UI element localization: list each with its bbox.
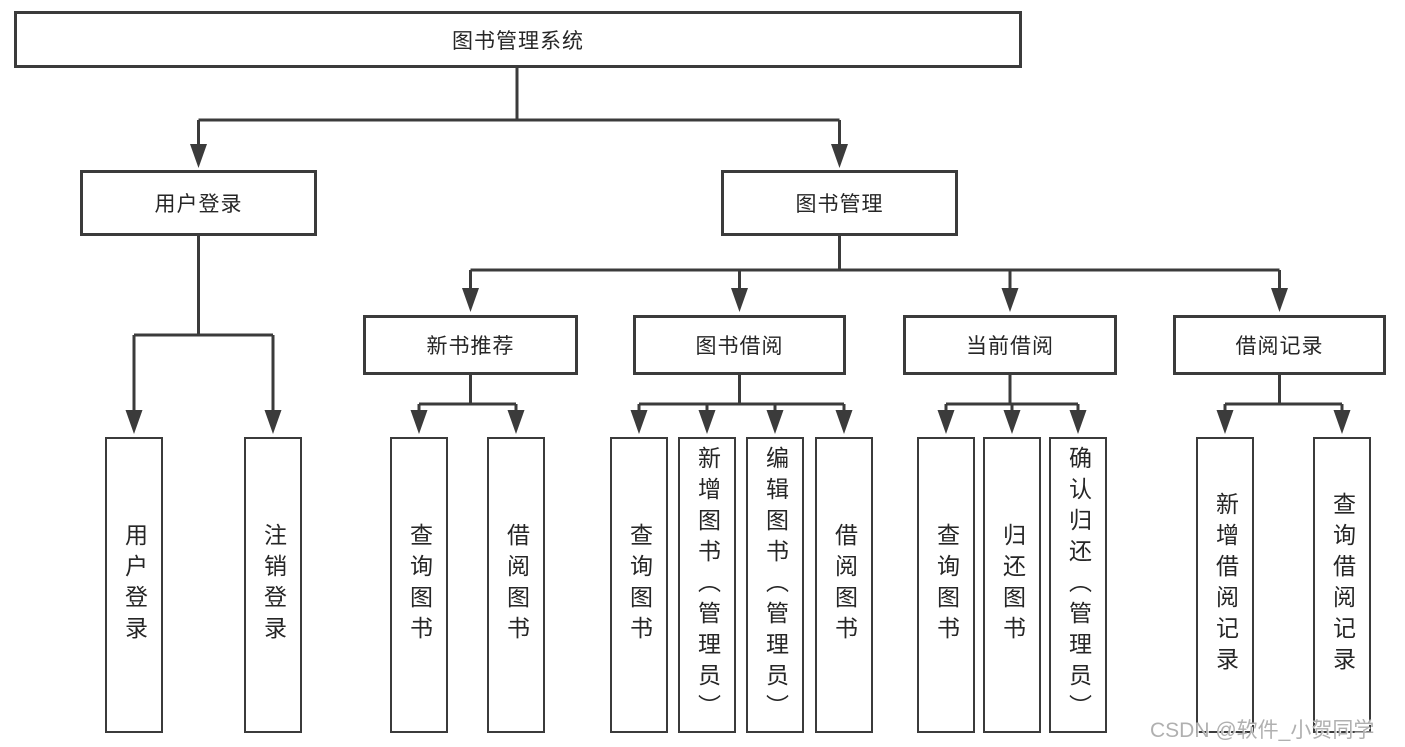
node-label: 图书管理系统 bbox=[452, 29, 584, 53]
csdn-watermark: CSDN @软件_小贺同学 bbox=[1150, 719, 1375, 742]
node-new-book-recommendation: 新书推荐 bbox=[363, 315, 578, 375]
node-label: 新书推荐 bbox=[426, 335, 515, 358]
node-logout: 注销登录 bbox=[244, 437, 302, 733]
node-label: 查询图书 bbox=[406, 523, 433, 647]
node-query-books: 查询图书 bbox=[390, 437, 448, 733]
node-label: 查询图书 bbox=[933, 523, 960, 647]
node-label: 新增借阅记录 bbox=[1212, 492, 1239, 678]
node-borrowing-records: 借阅记录 bbox=[1173, 315, 1386, 375]
node-book-management: 图书管理 bbox=[721, 170, 958, 236]
node-current-borrowing: 当前借阅 bbox=[903, 315, 1117, 375]
node-query-borrow-record: 查询借阅记录 bbox=[1313, 437, 1371, 733]
node-add-borrow-record: 新增借阅记录 bbox=[1196, 437, 1254, 733]
node-edit-books-admin: 编辑图书（管理员） bbox=[746, 437, 804, 733]
node-user-login: 用户登录 bbox=[80, 170, 317, 236]
node-label: 借阅图书 bbox=[831, 523, 858, 647]
node-book-borrowing: 图书借阅 bbox=[633, 315, 846, 375]
node-label: 新增图书（管理员） bbox=[694, 445, 721, 725]
node-label: 查询借阅记录 bbox=[1329, 492, 1356, 678]
node-user-login-leaf: 用户登录 bbox=[105, 437, 163, 733]
node-label: 图书借阅 bbox=[695, 335, 784, 358]
node-query-books: 查询图书 bbox=[917, 437, 975, 733]
node-query-books: 查询图书 bbox=[610, 437, 668, 733]
node-return-books: 归还图书 bbox=[983, 437, 1041, 733]
node-label: 借阅记录 bbox=[1235, 335, 1324, 358]
node-label: 当前借阅 bbox=[966, 335, 1054, 358]
node-label: 编辑图书（管理员） bbox=[762, 445, 789, 725]
arrowhead-icons bbox=[125, 144, 1351, 434]
node-label: 用户登录 bbox=[154, 193, 243, 216]
node-borrow-books: 借阅图书 bbox=[487, 437, 545, 733]
node-label: 归还图书 bbox=[999, 523, 1026, 647]
node-label: 查询图书 bbox=[626, 523, 653, 647]
node-add-books-admin: 新增图书（管理员） bbox=[678, 437, 736, 733]
node-label: 图书管理 bbox=[795, 193, 884, 216]
node-label: 用户登录 bbox=[121, 523, 148, 647]
node-label: 注销登录 bbox=[260, 523, 287, 647]
node-label: 借阅图书 bbox=[503, 523, 530, 647]
node-confirm-return-admin: 确认归还（管理员） bbox=[1049, 437, 1107, 733]
node-borrow-books: 借阅图书 bbox=[815, 437, 873, 733]
node-label: 确认归还（管理员） bbox=[1065, 445, 1092, 725]
node-library-management-system: 图书管理系统 bbox=[14, 11, 1022, 68]
